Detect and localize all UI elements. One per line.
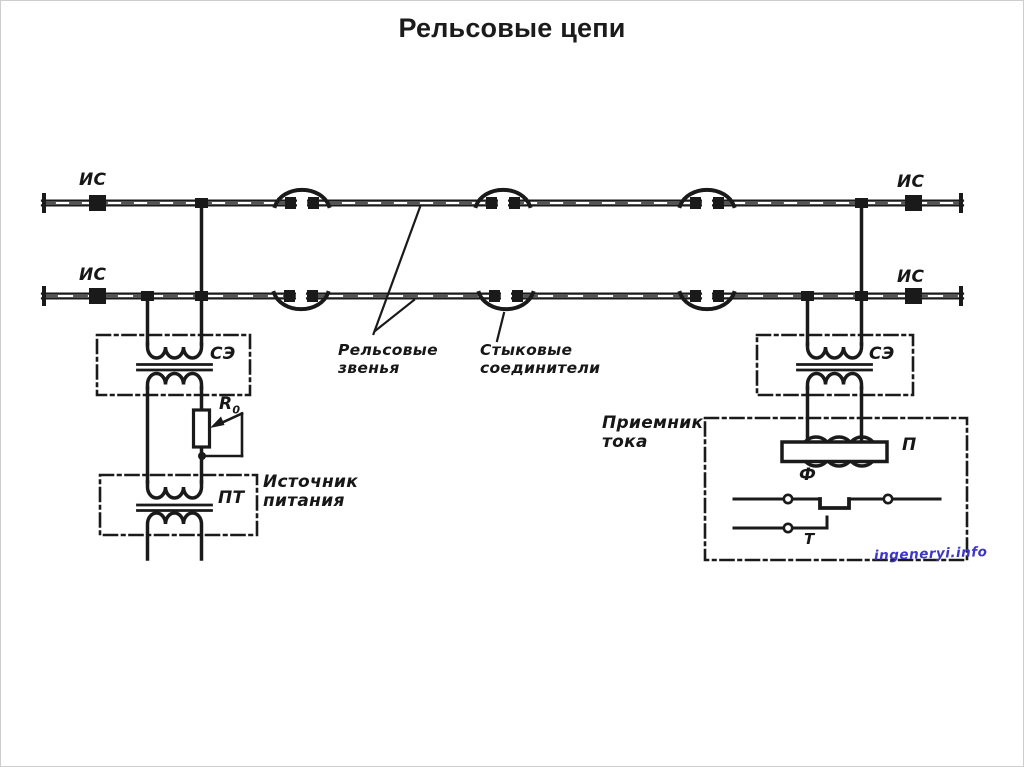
callout-leader-lines	[372, 205, 506, 343]
se-box-right	[755, 333, 915, 397]
page-title: Рельсовые цепи	[398, 13, 626, 43]
resistor-label: R0	[219, 394, 241, 417]
se-transformer-left	[136, 342, 213, 390]
relay-coil	[780, 435, 889, 468]
rail-end-caps	[42, 193, 963, 306]
rail-joint-connectors-top	[272, 187, 737, 211]
relay-label: П	[902, 435, 917, 455]
pt-label: ПТ	[218, 488, 245, 508]
rail-links-callout: Рельсовые звенья	[338, 341, 438, 377]
joint-connectors-callout: Стыковые соединители	[480, 341, 600, 377]
receive-end-wires	[805, 203, 864, 444]
se-transformer-right	[796, 342, 873, 390]
joint-connectors-callout-line2: соединители	[480, 359, 601, 377]
receiver-caption-line1: Приемник	[602, 413, 704, 433]
front-contact-label: Ф	[799, 465, 817, 485]
power-source-caption: Источник питания	[263, 473, 358, 511]
wire-rail-junction-blobs-left	[141, 198, 208, 301]
receiver-caption-line2: тока	[602, 432, 648, 452]
wire-rail-junction-blobs-right	[801, 198, 868, 301]
back-contact-symbol	[732, 515, 829, 534]
rail-joint-connectors-bottom	[271, 288, 737, 312]
receiver-caption: Приемник тока	[602, 414, 703, 452]
resistor-label-base: R	[219, 394, 233, 414]
se-label-right: СЭ	[869, 344, 895, 364]
is-label-bottom-left: ИС	[79, 265, 107, 285]
se-label-left: СЭ	[210, 344, 236, 364]
pt-box	[98, 473, 259, 537]
rail-links-callout-line2: звенья	[338, 359, 400, 377]
back-contact-label: Т	[804, 530, 815, 548]
front-contact-symbol	[732, 493, 942, 510]
resistor-r0	[191, 408, 244, 460]
pt-transformer	[136, 480, 213, 561]
is-label-top-left: ИС	[79, 170, 107, 190]
resistor-label-sub: 0	[232, 403, 241, 417]
power-source-caption-line2: питания	[263, 491, 345, 511]
receiver-box	[703, 416, 969, 562]
power-source-caption-line1: Источник	[263, 472, 359, 492]
rail-links-callout-line1: Рельсовые	[338, 341, 438, 359]
se-box-left	[95, 333, 252, 397]
joint-connectors-callout-line1: Стыковые	[480, 341, 573, 359]
is-label-top-right: ИС	[897, 172, 925, 192]
is-label-bottom-right: ИС	[897, 267, 925, 287]
insulated-joint-markers	[89, 195, 922, 304]
